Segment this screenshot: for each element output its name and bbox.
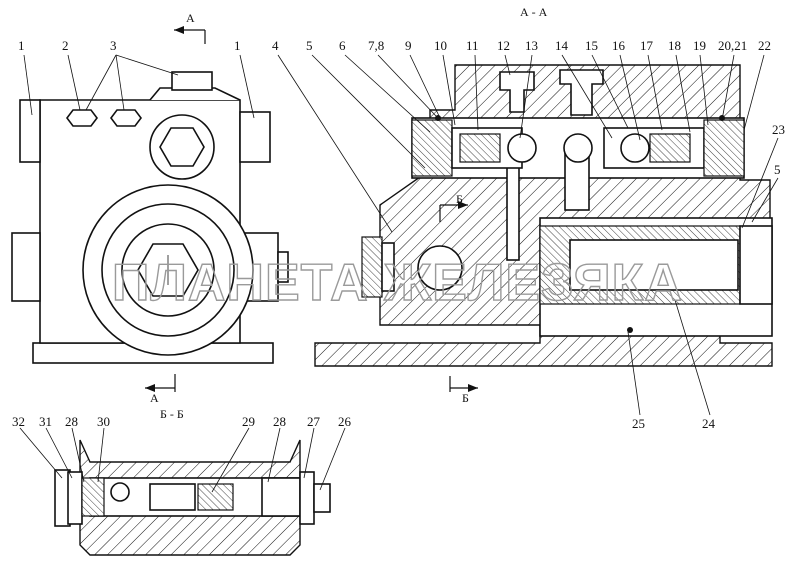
callout-29: 29 bbox=[242, 414, 255, 429]
external-view bbox=[11, 71, 289, 364]
callout-19: 19 bbox=[693, 38, 706, 53]
watermark: ПЛАНЕТА ЖЕЛЕЗЯКА bbox=[112, 254, 683, 312]
callout-4: 4 bbox=[272, 38, 279, 53]
callout-24: 24 bbox=[702, 416, 716, 431]
section-arrow-b-right: Б bbox=[439, 192, 468, 222]
section-arrow-a-top: А bbox=[174, 11, 206, 44]
callout-32: 32 bbox=[12, 414, 25, 429]
callout-12: 12 bbox=[497, 38, 510, 53]
callout-2: 2 bbox=[62, 38, 69, 53]
callout-5: 5 bbox=[306, 38, 313, 53]
callout-28: 28 bbox=[65, 414, 78, 429]
section-label-a-top: А bbox=[186, 11, 195, 25]
callout-25: 25 bbox=[632, 416, 645, 431]
callout-31: 31 bbox=[39, 414, 52, 429]
callouts-section-bb: 32 31 28 30 29 28 27 26 bbox=[12, 414, 352, 429]
callout-1: 1 bbox=[18, 38, 25, 53]
section-label-b-right: Б bbox=[456, 192, 463, 206]
section-label-b-bottom: Б bbox=[462, 391, 469, 405]
callout-17: 17 bbox=[640, 38, 654, 53]
callout-11: 11 bbox=[466, 38, 479, 53]
callout-13: 13 bbox=[525, 38, 538, 53]
callout-5b: 5 bbox=[774, 162, 781, 177]
callout-30: 30 bbox=[97, 414, 110, 429]
callouts-left-view: 1 2 3 1 bbox=[18, 38, 241, 53]
section-arrow-b-bottom: Б bbox=[449, 376, 478, 405]
leader-lines bbox=[19, 54, 779, 493]
callout-22: 22 bbox=[758, 38, 771, 53]
callout-1b: 1 bbox=[234, 38, 241, 53]
section-title-aa: А - А bbox=[520, 5, 548, 19]
callout-20-21: 20,21 bbox=[718, 38, 747, 53]
section-bb bbox=[54, 439, 331, 556]
section-arrow-a-bottom: А bbox=[145, 374, 176, 405]
callout-15: 15 bbox=[585, 38, 598, 53]
callout-16: 16 bbox=[612, 38, 626, 53]
callout-10: 10 bbox=[434, 38, 447, 53]
callout-18: 18 bbox=[668, 38, 681, 53]
callout-27: 27 bbox=[307, 414, 321, 429]
callout-7-8: 7,8 bbox=[368, 38, 384, 53]
callouts-section-aa: 4 5 6 7,8 9 10 11 12 13 14 15 16 17 18 1… bbox=[272, 38, 785, 431]
callout-23: 23 bbox=[772, 122, 785, 137]
callout-28b: 28 bbox=[273, 414, 286, 429]
section-aa bbox=[314, 64, 773, 367]
section-label-a-bottom: А bbox=[150, 391, 159, 405]
callout-6: 6 bbox=[339, 38, 346, 53]
callout-14: 14 bbox=[555, 38, 569, 53]
callout-26: 26 bbox=[338, 414, 352, 429]
callout-3: 3 bbox=[110, 38, 117, 53]
section-title-bb: Б - Б bbox=[160, 407, 184, 421]
callout-9: 9 bbox=[405, 38, 412, 53]
